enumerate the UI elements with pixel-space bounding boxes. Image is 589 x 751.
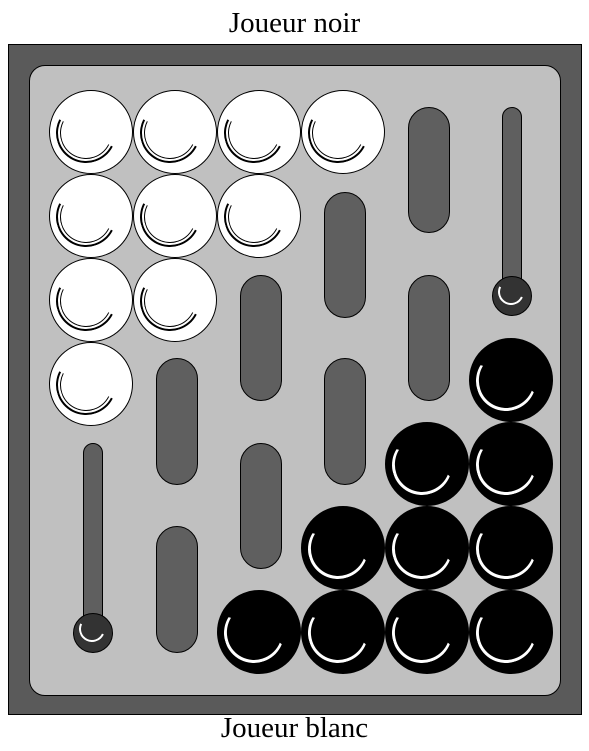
white-piece[interactable] [301,90,385,174]
board-slot[interactable] [240,275,282,401]
black-piece[interactable] [301,506,385,590]
white-piece[interactable] [133,174,217,258]
white-piece[interactable] [217,174,301,258]
bottom-player-slider-knob[interactable] [73,613,113,653]
board-slot[interactable] [240,443,282,569]
board-slot[interactable] [408,275,450,401]
black-piece[interactable] [385,506,469,590]
white-piece[interactable] [49,90,133,174]
black-piece[interactable] [217,590,301,674]
top-player-slider-knob[interactable] [492,276,532,316]
black-piece[interactable] [469,590,553,674]
white-piece[interactable] [49,174,133,258]
white-piece[interactable] [133,258,217,342]
white-piece[interactable] [49,342,133,426]
top-player-slider-track[interactable] [502,107,522,297]
board-slot[interactable] [408,107,450,233]
black-piece[interactable] [469,422,553,506]
board-slot[interactable] [324,192,366,318]
black-piece[interactable] [469,338,553,422]
black-piece[interactable] [385,590,469,674]
white-piece[interactable] [217,90,301,174]
board-slot[interactable] [156,526,198,653]
top-player-label: Joueur noir [0,6,589,40]
white-piece[interactable] [133,90,217,174]
board-slot[interactable] [324,358,366,485]
bottom-player-slider-track[interactable] [83,443,103,637]
bottom-player-label: Joueur blanc [0,711,589,745]
black-piece[interactable] [301,590,385,674]
black-piece[interactable] [385,422,469,506]
black-piece[interactable] [469,506,553,590]
white-piece[interactable] [49,258,133,342]
board-slot[interactable] [156,358,198,485]
